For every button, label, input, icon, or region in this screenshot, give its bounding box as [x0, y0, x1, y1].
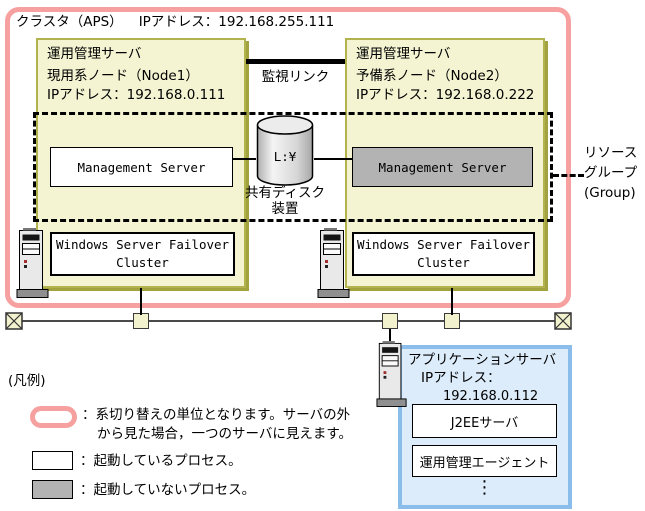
- server-tower-icon: [16, 227, 50, 299]
- node-active-ip: IPアドレス：192.168.0.111: [47, 87, 226, 103]
- legend-cluster-frame-swatch: [30, 406, 77, 428]
- failover-cluster-right-line1: Windows Server Failover: [356, 237, 531, 252]
- cluster-header: クラスタ（APS） IPアドレス：192.168.255.111: [16, 13, 334, 32]
- shared-disk-label-line1: 共有ディスク: [244, 185, 326, 201]
- application-server-ip-label: IPアドレス：: [421, 370, 501, 386]
- application-server-ip-value: 192.168.0.112: [443, 389, 539, 404]
- network-tap-connector: [133, 313, 149, 329]
- legend-heading: (凡例): [8, 373, 46, 389]
- shared-disk-label-line2: 装置: [271, 201, 299, 217]
- resource-group-connector: [553, 174, 584, 177]
- cluster-ip: IPアドレス：192.168.255.111: [138, 14, 335, 30]
- monitor-link-label: 監視リンク: [261, 69, 330, 85]
- management-agent-box: 運用管理エージェント: [412, 445, 557, 477]
- server-tower-icon: [376, 338, 408, 410]
- failover-cluster-left-line2: Cluster: [116, 255, 169, 270]
- resource-group-label-line2: グループ: [584, 165, 638, 181]
- node-standby-name: 予備系ノード（Node2）: [356, 68, 508, 84]
- legend-cluster-desc-line1: ：系切り替えの単位となります。サーバの外: [82, 407, 351, 423]
- disk-link-right: [314, 158, 352, 160]
- failover-cluster-left-line1: Windows Server Failover: [55, 237, 230, 252]
- management-agent-label: 運用管理エージェント: [419, 455, 550, 471]
- legend-running-process-swatch: [32, 451, 73, 470]
- resource-group-label: リソース グループ (Group): [584, 143, 637, 203]
- network-tap-connector: [444, 313, 460, 329]
- management-server-running-box: Management Server: [50, 147, 233, 187]
- network-terminator-icon: [554, 312, 572, 330]
- disk-link-left: [233, 158, 256, 160]
- legend-stopped-process-desc: ：起動していないプロセス。: [80, 482, 256, 498]
- more-processes-ellipsis: ⋮: [475, 477, 494, 498]
- management-server-stopped-label: Management Server: [378, 159, 507, 175]
- j2ee-server-label: J2EEサーバ: [450, 415, 519, 431]
- failover-cluster-right-line2: Cluster: [417, 255, 470, 270]
- node-standby-ip: IPアドレス：192.168.0.222: [356, 87, 535, 103]
- network-terminator-icon: [5, 312, 23, 330]
- cluster-title: クラスタ（APS）: [16, 14, 123, 30]
- node-standby-role: 運用管理サーバ: [356, 46, 451, 62]
- node-network-link-right: [451, 288, 453, 315]
- node-network-link-left: [140, 288, 142, 315]
- app-server-network-link: [389, 329, 391, 341]
- shared-disk-icon: [256, 114, 314, 192]
- node-active-role: 運用管理サーバ: [47, 46, 142, 62]
- j2ee-server-box: J2EEサーバ: [412, 404, 557, 438]
- failover-cluster-left-box: Windows Server Failover Cluster: [50, 232, 235, 276]
- resource-group-label-line1: リソース: [584, 145, 638, 161]
- server-tower-icon: [317, 227, 351, 299]
- network-line: [14, 320, 563, 322]
- monitor-link-line: [246, 59, 345, 64]
- management-server-stopped-box: Management Server: [352, 147, 533, 187]
- node-active-name: 現用系ノード（Node1）: [47, 68, 199, 84]
- shared-disk-label: 共有ディスク 装置: [237, 185, 333, 217]
- resource-group-label-line3: (Group): [584, 185, 636, 201]
- legend-stopped-process-swatch: [32, 480, 73, 499]
- legend-cluster-desc-line2: から見た場合，一つのサーバに見えます。: [97, 426, 353, 442]
- management-server-running-label: Management Server: [77, 159, 206, 175]
- failover-cluster-right-box: Windows Server Failover Cluster: [352, 232, 535, 276]
- shared-disk-drive: L:¥: [273, 149, 297, 164]
- network-tap-connector: [382, 313, 398, 329]
- application-server-title: アプリケーションサーバ: [408, 352, 557, 368]
- resource-group-outline: [33, 112, 553, 222]
- legend-running-process-desc: ：起動しているプロセス。: [80, 453, 242, 469]
